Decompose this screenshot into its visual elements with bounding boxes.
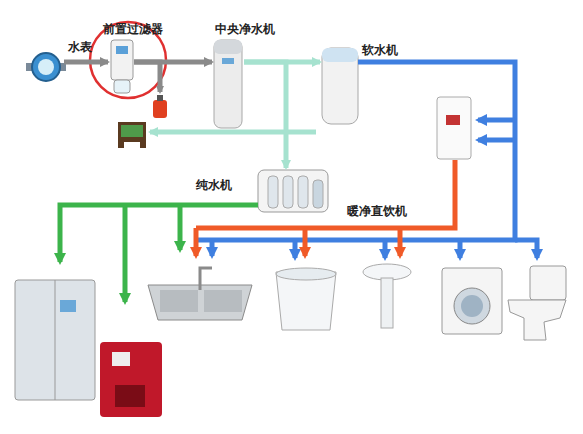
wash-basin — [363, 264, 411, 328]
water-softener — [322, 48, 358, 124]
drain-pipe — [134, 62, 160, 92]
softened-pipes — [196, 62, 537, 258]
central-purifier — [214, 40, 242, 128]
device-node: 前置过滤器 — [108, 38, 134, 93]
ro-unit — [258, 170, 328, 212]
device-label: 软水机 — [362, 43, 398, 57]
device-label: 中央净水机 — [215, 22, 275, 36]
fish-tank — [118, 122, 146, 148]
refrigerator — [15, 280, 95, 400]
highlight-circle — [90, 22, 166, 98]
device-node: 水表 — [28, 52, 64, 82]
hot-water-pipes — [196, 160, 455, 256]
water-meter — [26, 53, 66, 81]
pipe-connector — [134, 60, 212, 65]
pipe-connector — [64, 60, 108, 65]
water-dispenser — [100, 342, 162, 417]
pipe-connector — [244, 60, 320, 65]
device-node: 纯水机 — [256, 168, 330, 214]
pre-filter — [90, 22, 166, 98]
device-node: 中央净水机 — [212, 38, 244, 130]
device-label: 纯水机 — [196, 178, 232, 192]
drain-valve — [153, 95, 167, 118]
bathtub — [276, 268, 336, 330]
device-label: 暖净直饮机 — [347, 204, 407, 218]
washing-machine — [442, 268, 502, 334]
device-label: 前置过滤器 — [103, 22, 163, 36]
toilet — [508, 266, 566, 340]
water-heater — [437, 97, 471, 159]
device-label: 水表 — [68, 40, 92, 54]
device-node: 软水机 — [320, 45, 360, 125]
kitchen-sink — [148, 268, 252, 320]
purified-pipe — [150, 130, 316, 135]
pipe-connector — [244, 62, 286, 168]
